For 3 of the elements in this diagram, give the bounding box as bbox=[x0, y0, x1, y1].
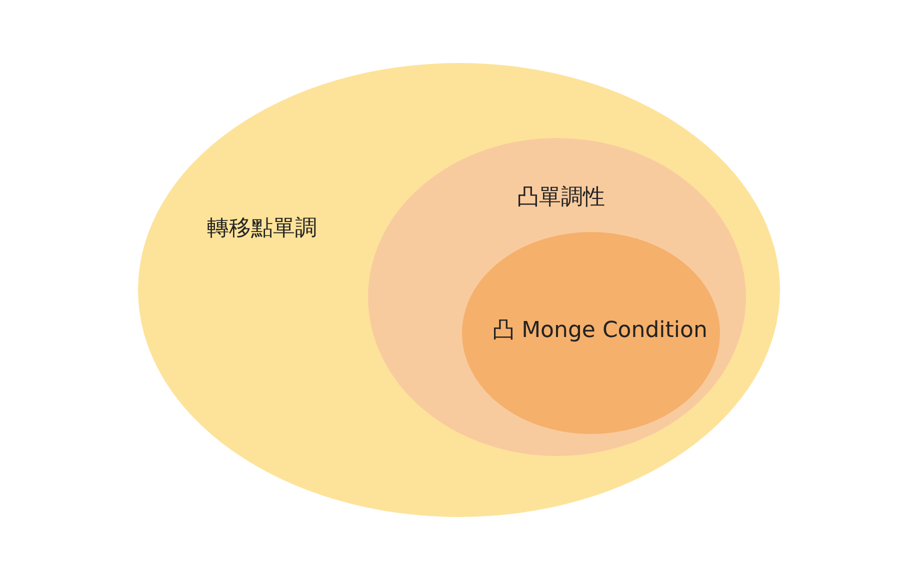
set-label: 轉移點單調 bbox=[207, 215, 317, 243]
set-label: 凸 Monge Condition bbox=[492, 317, 708, 345]
set-label: 凸單調性 bbox=[517, 184, 605, 212]
